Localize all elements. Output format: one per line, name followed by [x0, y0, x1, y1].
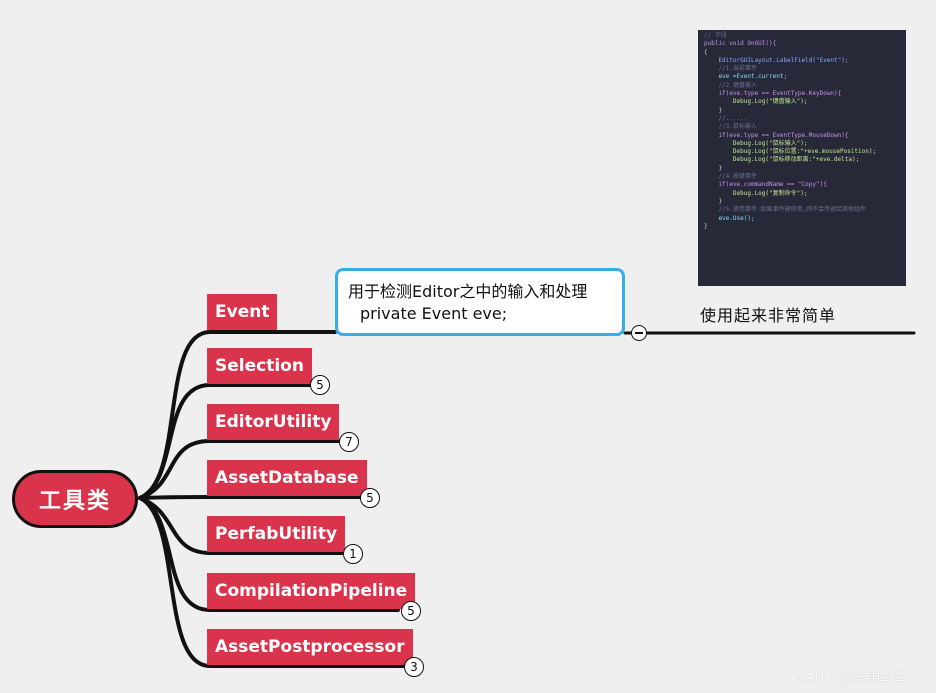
code-line: Debug.Log("鼠标输入");	[704, 139, 808, 147]
connector-selection	[138, 383, 314, 500]
event-note-line2: private Event eve;	[360, 304, 508, 323]
connector-assetpostprocessor	[138, 496, 405, 668]
code-line: if(eve.type == EventType.KeyDown){	[704, 90, 842, 98]
code-line: Debug.Log("复制命令");	[704, 189, 808, 197]
code-line: //3.鼠标输入	[704, 123, 757, 131]
event-note-line1: 用于检测Editor之中的输入和处理	[348, 282, 588, 301]
code-line: {	[704, 48, 708, 56]
root-node[interactable]: 工具类	[12, 470, 138, 528]
branch-perfabutility[interactable]: PerfabUtility	[207, 516, 346, 552]
watermark: CSDN @哈基咩咩	[797, 672, 904, 687]
branch-assetpostprocessor[interactable]: AssetPostprocessor	[207, 629, 413, 665]
code-line: }	[704, 106, 723, 114]
branch-selection[interactable]: Selection	[207, 348, 312, 384]
branch-assetdatabase[interactable]: AssetDatabase	[207, 460, 367, 496]
child-count-badge-assetpostprocessor[interactable]: 3	[404, 657, 424, 677]
code-line: //4.按键事件	[704, 173, 757, 181]
code-line: if(eve.commandName == "Copy"){	[704, 181, 827, 189]
minus-circle-icon[interactable]	[631, 325, 647, 341]
child-count-badge-compilationpipeline[interactable]: 5	[401, 601, 421, 621]
code-line: //2.键盘输入	[704, 81, 757, 89]
code-line: //1.当前事件	[704, 65, 757, 73]
code-line: }	[704, 164, 723, 172]
code-line: //5.使用事件:如果事件被使用,则不会传递给其他组件	[704, 206, 867, 214]
connector-assetdatabase	[138, 495, 362, 500]
code-line: }	[704, 197, 723, 205]
code-line: EditorGUILayout.LabelField("Event");	[704, 56, 849, 64]
code-line: public void OnGUI(){	[704, 40, 777, 48]
connector-editorutility	[138, 439, 342, 500]
code-line: }	[704, 222, 708, 230]
child-count-badge-selection[interactable]: 5	[310, 375, 330, 395]
branch-compilationpipeline[interactable]: CompilationPipeline	[207, 573, 416, 609]
code-line: Debug.Log("键盘输入");	[704, 98, 808, 106]
child-count-badge-editorutility[interactable]: 7	[339, 432, 359, 452]
event-subtopic[interactable]: 使用起来非常简单	[700, 306, 837, 325]
code-line: Debug.Log("鼠标移动距离:"+eve.delta);	[704, 156, 860, 164]
branch-editorutility[interactable]: EditorUtility	[207, 404, 340, 440]
event-note[interactable]: 用于检测Editor之中的输入和处理 private Event eve;	[335, 268, 625, 336]
child-count-badge-assetdatabase[interactable]: 5	[360, 488, 380, 508]
code-line: Debug.Log("鼠标位置:"+eve.mousePosition);	[704, 148, 877, 156]
code-line: if(eve.type == EventType.MouseDown){	[704, 131, 849, 139]
branch-event[interactable]: Event	[207, 294, 278, 330]
code-line: //......	[704, 114, 748, 122]
code-line: eve =Event.current;	[704, 73, 788, 81]
code-line: // 字段	[704, 32, 727, 39]
child-count-badge-perfabutility[interactable]: 1	[343, 544, 363, 564]
code-line: eve.Use();	[704, 214, 755, 222]
